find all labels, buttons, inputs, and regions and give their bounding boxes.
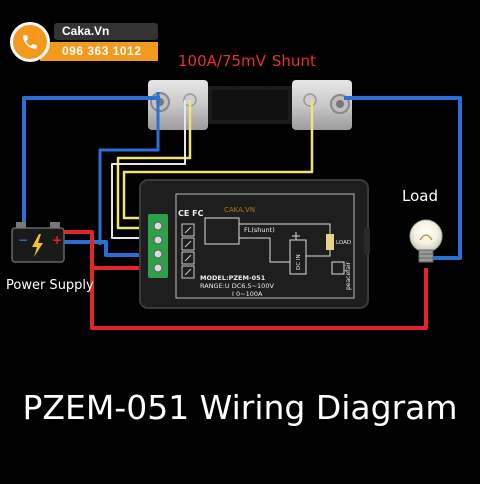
white-wire-shunt-left — [111, 100, 186, 239]
terminal-screw-4 — [153, 263, 163, 273]
load-label: Load — [402, 187, 438, 205]
terminal-screw-3 — [153, 249, 163, 259]
terminal-icon-1 — [181, 223, 195, 237]
battery-terminal-negative — [16, 222, 26, 228]
terminal-screw-1 — [153, 221, 163, 231]
blue-wire-sense-left — [98, 92, 160, 245]
bulb-filament — [419, 234, 433, 241]
blue-wire-shunt-to-load — [344, 96, 462, 260]
shunt-bolt-right-center — [336, 100, 344, 108]
blue-wire-shunt-to-battery — [22, 96, 160, 228]
meter-range-current-text: I 0~100A — [232, 290, 263, 298]
schematic-line-top — [239, 223, 331, 236]
power-supply-label: Power Supply — [6, 278, 94, 293]
battery-icon: − + — [11, 222, 65, 263]
meter-side-tab — [364, 228, 370, 254]
terminal-icon-1-mark — [184, 226, 192, 234]
cert-marks: CE FC — [178, 209, 204, 218]
meter-watermark: CAKA.VN — [224, 206, 255, 214]
brand-badge: Caka.Vn 096 363 1012 — [10, 22, 158, 62]
blue-wires — [22, 92, 462, 260]
blue-wire-battery-to-meter — [60, 240, 150, 257]
shunt-title: 100A/75mV Shunt — [178, 52, 316, 70]
light-bulb-icon — [409, 219, 443, 263]
terminal-block — [148, 214, 168, 278]
battery-terminal-positive — [50, 222, 60, 228]
yellow-wire-shunt-right — [122, 100, 314, 220]
yellow-wires — [111, 100, 314, 239]
meter-brand-text: peacefair — [345, 261, 352, 290]
terminal-icon-4 — [181, 265, 195, 279]
dc-in-text: DC IN — [296, 254, 302, 270]
terminal-screw-2 — [153, 235, 163, 245]
shunt-screw-right — [303, 93, 317, 107]
shunt-rating: 100A/75mV — [178, 52, 266, 70]
shunt-element-inner — [212, 90, 288, 120]
page-title: PZEM-051 Wiring Diagram — [22, 388, 458, 427]
shunt — [148, 80, 352, 130]
yellow-wire-shunt-left — [116, 100, 192, 230]
brand-site: Caka.Vn — [54, 23, 158, 40]
bulb-base — [418, 249, 434, 263]
battery-minus-sign: − — [18, 233, 28, 247]
battery-plus-sign: + — [52, 233, 62, 247]
schematic-line-mid — [239, 237, 290, 263]
shunt-right-block — [292, 80, 352, 130]
phone-icon-glyph — [23, 35, 37, 49]
terminal-icon-2 — [181, 237, 195, 251]
terminal-icon-3 — [181, 251, 195, 265]
peacefair-logo-icon — [331, 261, 345, 275]
schematic-shunt-box — [204, 217, 240, 245]
meter-range-voltage-text: RANGE:U DC6.5~100V — [200, 282, 274, 290]
pzem-meter: CE FC CAKA.VN FL(shunt) LOAD DC IN peace… — [139, 179, 370, 309]
load-label-text: LOAD — [336, 240, 351, 246]
shunt-name: Shunt — [271, 52, 316, 70]
brand-phone-number: 096 363 1012 — [40, 42, 158, 61]
terminal-icons — [181, 223, 195, 279]
schematic-load-resistor — [326, 234, 334, 250]
schematic-line-right — [306, 250, 331, 257]
shunt-label-text: FL(shunt) — [244, 226, 275, 234]
meter-label-frame — [175, 193, 355, 299]
terminal-icon-3-mark — [184, 254, 192, 262]
phone-icon — [10, 22, 50, 62]
red-wire-battery-to-load — [62, 230, 428, 330]
terminal-icon-4-mark — [184, 268, 192, 276]
meter-model-text: MODEL:PZEM-051 — [200, 274, 266, 282]
terminal-icon-2-mark — [184, 240, 192, 248]
schematic-dc-in-box — [289, 239, 307, 275]
bulb-glass — [409, 219, 443, 253]
meter-schematic — [204, 217, 331, 275]
battery-bolt-icon — [32, 234, 43, 257]
